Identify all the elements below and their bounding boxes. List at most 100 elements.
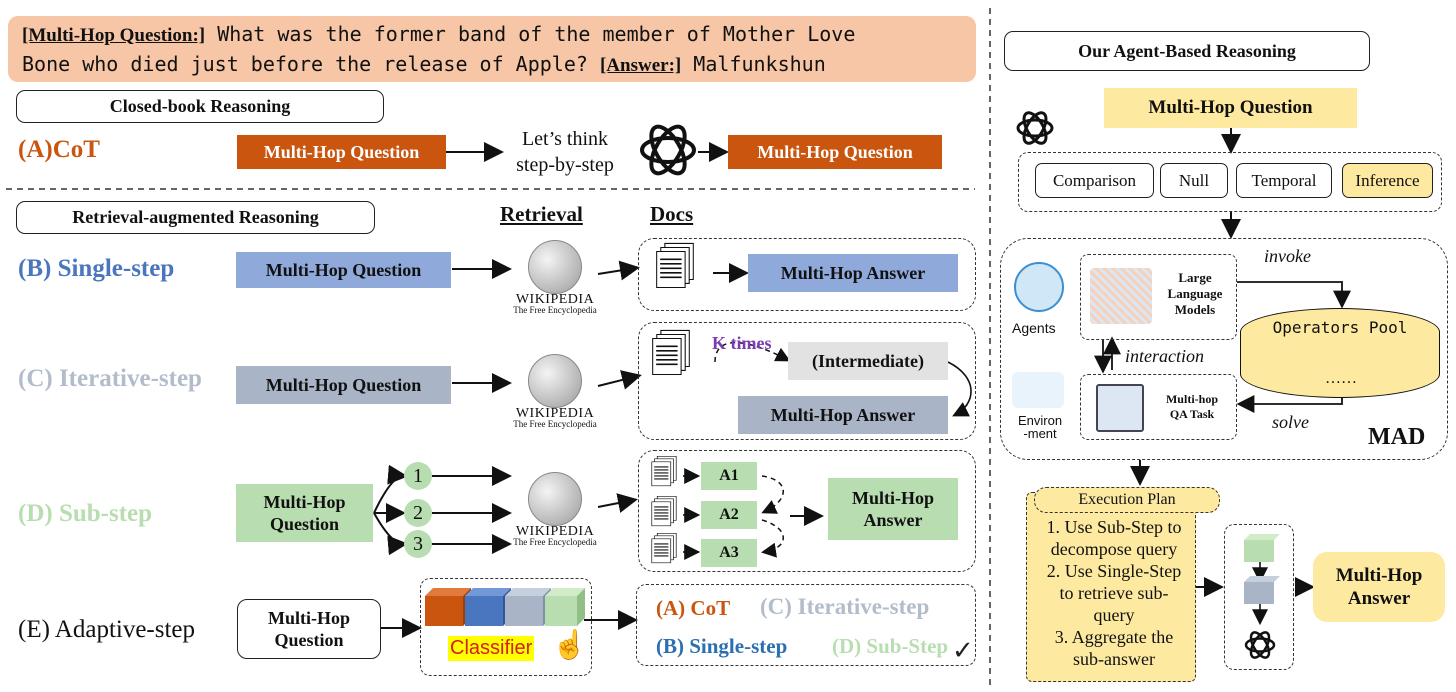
sub-step-label: (D) Sub-step xyxy=(18,500,153,527)
execution-chain-panel xyxy=(1224,524,1294,670)
interaction-label: interaction xyxy=(1125,346,1204,366)
mad-label: MAD xyxy=(1368,424,1426,450)
sub-answer-a2: A2 xyxy=(701,501,757,529)
answer-tag: [Answer:] xyxy=(599,55,682,76)
openai-logo-icon xyxy=(1244,631,1276,659)
sub-question-2-badge: 2 xyxy=(404,499,432,527)
option-cot: (A) CoT xyxy=(656,596,731,620)
neural-network-icon xyxy=(1090,268,1152,324)
agents-label: Agents xyxy=(1012,320,1056,336)
plan-step-line: query xyxy=(1093,605,1135,625)
llm-label: Large Language Models xyxy=(1158,270,1232,318)
sub-step-question-box: Multi-Hop Question xyxy=(236,484,373,542)
closed-book-header: Closed-book Reasoning xyxy=(16,90,384,123)
cot-label: (A)CoT xyxy=(18,136,100,163)
agent-header: Our Agent-Based Reasoning xyxy=(1004,31,1370,71)
wiki-title: WIKIPEDIA xyxy=(515,524,595,539)
classifier-label: Classifier xyxy=(448,636,535,661)
environment-label-line-2: -ment xyxy=(1023,426,1057,441)
single-step-label: (B) Single-step xyxy=(18,255,175,282)
adaptive-question-box: Multi-Hop Question xyxy=(237,599,381,659)
single-step-question-box: Multi-Hop Question xyxy=(236,252,451,288)
classifier-panel xyxy=(420,578,592,676)
task-label-line-1: Multi-hop xyxy=(1165,392,1218,406)
pointer-hand-icon: ☝ xyxy=(552,630,587,661)
computer-monitor-icon xyxy=(1096,384,1144,432)
type-null: Null xyxy=(1160,163,1228,198)
execution-plan-title: Execution Plan xyxy=(1034,487,1220,513)
wiki-subtitle: The Free Encyclopedia xyxy=(513,419,597,429)
document-stack-icon: 🗐 xyxy=(650,535,678,566)
sub-step-question-line-1: Multi-Hop xyxy=(263,492,346,512)
cot-prompt: Let’s think step-by-step xyxy=(510,126,620,178)
environment-icon xyxy=(1012,372,1064,408)
mad-panel xyxy=(1000,238,1448,460)
wiki-subtitle: The Free Encyclopedia xyxy=(513,305,597,315)
classifier-cubes xyxy=(425,588,585,626)
operators-pool-ellipsis: …… xyxy=(1325,370,1357,387)
operators-pool-label: Operators Pool xyxy=(1272,318,1408,337)
checkmark-icon: ✓ xyxy=(952,636,974,665)
plan-step-line: 2. Use Single-Step xyxy=(1046,561,1182,581)
cot-question-box: Multi-Hop Question xyxy=(237,135,446,169)
environment-label: Environ -ment xyxy=(1018,414,1062,440)
sub-question-3-badge: 3 xyxy=(404,530,432,558)
retrieval-column-title: Retrieval xyxy=(500,202,583,226)
task-panel xyxy=(1080,374,1237,440)
iterative-step-docs-panel xyxy=(638,322,976,440)
sub-answer-a1: A1 xyxy=(701,462,757,490)
llm-label-line-2: Language xyxy=(1167,286,1223,301)
wiki-subtitle: The Free Encyclopedia xyxy=(513,537,597,547)
question-tag: [Multi-Hop Question:] xyxy=(22,25,206,46)
environment-label-line-1: Environ xyxy=(1018,413,1063,428)
document-stack-icon: 🗐 xyxy=(650,458,678,489)
answer-text: Malfunkshun xyxy=(693,52,826,76)
execution-plan-panel xyxy=(1026,492,1196,682)
document-stack-icon: 🗐 xyxy=(650,498,678,529)
iterative-step-label: (C) Iterative-step xyxy=(18,365,202,392)
adaptive-question-line-2: Question xyxy=(274,630,344,650)
retrieval-header: Retrieval-augmented Reasoning xyxy=(16,201,375,234)
plan-step-line: 3. Aggregate the xyxy=(1054,627,1174,647)
k-times-label: K times xyxy=(712,333,772,353)
plan-step-line: 1. Use Sub-Step to xyxy=(1046,517,1182,537)
final-answer-line-2: Answer xyxy=(1347,588,1411,609)
plan-step-line: decompose query xyxy=(1050,539,1178,559)
document-stack-icon: 🗐 xyxy=(654,246,696,292)
sub-answer-a3: A3 xyxy=(701,539,757,567)
sub-step-answer-line-1: Multi-Hop xyxy=(851,488,934,508)
docs-column-title: Docs xyxy=(650,202,694,226)
question-banner: [Multi-Hop Question:] What was the forme… xyxy=(8,16,976,82)
cot-prompt-line-2: step-by-step xyxy=(516,154,614,176)
wiki-title: WIKIPEDIA xyxy=(515,292,595,307)
llm-label-line-1: Large xyxy=(1178,270,1212,285)
agent-question-box: Multi-Hop Question xyxy=(1104,88,1357,128)
llm-label-line-3: Models xyxy=(1174,302,1216,317)
option-single: (B) Single-step xyxy=(656,634,788,658)
question-type-panel xyxy=(1018,152,1442,212)
llm-panel xyxy=(1080,254,1237,340)
sub-step-question-line-2: Question xyxy=(269,514,339,534)
question-text-1: What was the former band of the member o… xyxy=(217,22,856,46)
plan-step-line: to retrieve sub- xyxy=(1059,583,1169,603)
plan-step-line: sub-answer xyxy=(1073,649,1155,669)
iterative-step-question-box: Multi-Hop Question xyxy=(236,366,451,404)
adaptive-question-line-1: Multi-Hop xyxy=(267,608,350,628)
intermediate-box: (Intermediate) xyxy=(788,342,948,380)
document-stack-icon: 🗐 xyxy=(650,333,692,379)
sub-step-answer-line-2: Answer xyxy=(863,510,923,530)
solve-label: solve xyxy=(1272,412,1309,432)
type-inference: Inference xyxy=(1342,163,1433,198)
type-temporal: Temporal xyxy=(1236,163,1332,198)
single-step-answer-box: Multi-Hop Answer xyxy=(748,254,958,292)
task-label-line-2: QA Task xyxy=(1169,407,1215,421)
final-answer-line-1: Multi-Hop xyxy=(1335,565,1423,586)
agent-robot-icon xyxy=(1014,262,1064,312)
option-iterative: (C) Iterative-step xyxy=(760,594,930,619)
cot-prompt-line-1: Let’s think xyxy=(521,128,609,150)
type-comparison: Comparison xyxy=(1035,163,1154,198)
invoke-label: invoke xyxy=(1264,246,1311,266)
